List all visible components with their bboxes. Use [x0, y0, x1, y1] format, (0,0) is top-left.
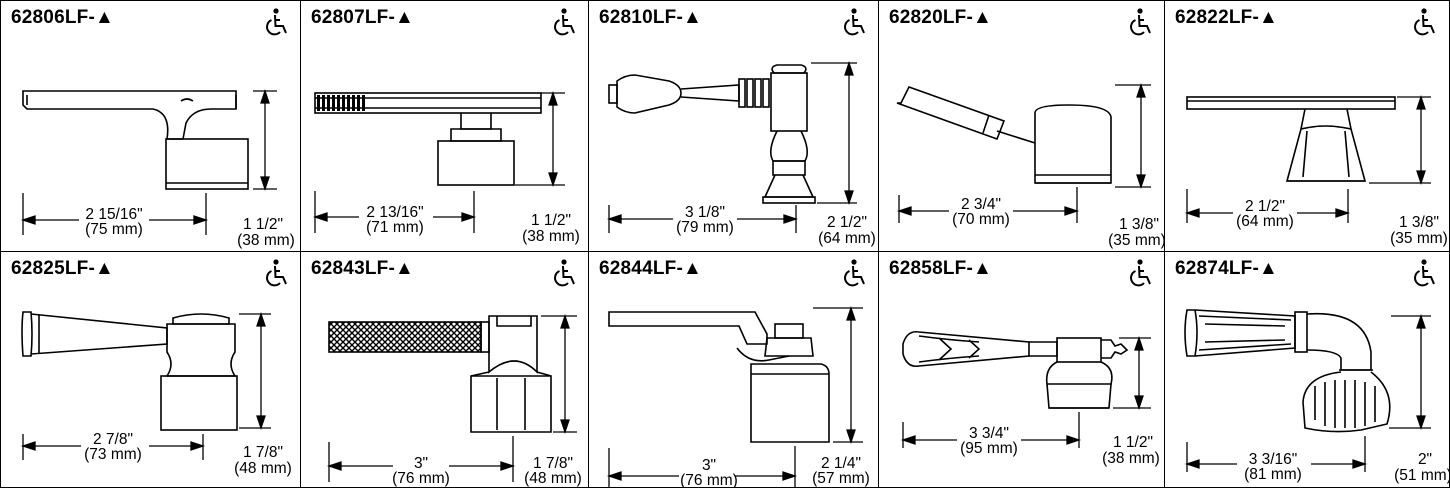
product-cell-62874: 62874LF-▲ 3 3/	[1164, 251, 1450, 488]
product-drawing: 2 7/8" (73 mm) 1 7/8" (48 mm)	[20, 311, 292, 477]
dimension-lines	[1184, 313, 1431, 472]
grip-pattern	[317, 95, 365, 111]
height-mm: (57 mm)	[812, 470, 870, 487]
product-cell-62806: 62806LF-▲ 2 15/16" (75 mm) 1	[0, 0, 302, 253]
width-mm: (70 mm)	[952, 211, 1010, 228]
width-inches: 3 1/8"	[685, 204, 725, 221]
model-number: 62822LF-▲	[1175, 7, 1278, 28]
width-inches: 2 1/2"	[1245, 198, 1285, 215]
height-inches: 2 1/4"	[821, 455, 861, 472]
width-inches: 2 15/16"	[85, 206, 142, 223]
accessibility-icon	[1130, 259, 1151, 287]
height-inches: 1 1/2"	[531, 212, 571, 229]
width-inches: 2 7/8"	[93, 431, 133, 448]
height-inches: 1 3/8"	[1399, 214, 1439, 231]
height-mm: (64 mm)	[818, 230, 876, 247]
width-mm: (76 mm)	[392, 470, 450, 487]
width-mm: (76 mm)	[680, 472, 738, 488]
product-drawing: 3" (76 mm) 2 1/4" (57 mm)	[606, 305, 870, 488]
width-inches: 2 13/16"	[366, 204, 423, 221]
width-inches: 3"	[702, 457, 716, 474]
product-cell-62843: 62843LF-▲	[300, 251, 590, 488]
dimension-lines	[20, 311, 271, 460]
product-cell-62822: 62822LF-▲ 2 1/2" (64 mm) 1 3/	[1164, 0, 1450, 253]
accessibility-icon	[1130, 8, 1151, 36]
product-drawing: 2 1/2" (64 mm) 1 3/8" (35 mm)	[1184, 94, 1448, 247]
dimension-lines	[312, 90, 565, 233]
width-mm: (73 mm)	[84, 446, 142, 463]
dimension-lines	[326, 313, 577, 482]
product-cell-62858: 62858LF-▲ 3 3/	[878, 251, 1166, 488]
height-inches: 1 7/8"	[243, 444, 283, 461]
height-inches: 1 1/2"	[1113, 434, 1153, 451]
dimension-lines	[1184, 94, 1431, 223]
height-inches: 1 1/2"	[243, 216, 283, 233]
width-inches: 3"	[414, 455, 428, 472]
product-drawing: 2 3/4" (70 mm) 1 3/8" (35 mm)	[896, 82, 1166, 249]
width-mm: (71 mm)	[366, 219, 424, 236]
width-inches: 2 3/4"	[961, 196, 1001, 213]
dimension-lines	[20, 88, 277, 235]
height-mm: (48 mm)	[234, 460, 292, 477]
dimension-lines	[900, 335, 1151, 448]
width-inches: 3 3/16"	[1249, 451, 1298, 468]
height-mm: (38 mm)	[237, 232, 295, 249]
width-mm: (64 mm)	[1236, 213, 1294, 230]
height-inches: 2"	[1418, 451, 1432, 468]
accessibility-icon	[266, 8, 287, 36]
model-number: 62825LF-▲	[11, 258, 114, 279]
height-mm: (51 mm)	[1394, 467, 1450, 484]
accessibility-icon	[1414, 8, 1435, 36]
height-inches: 1 7/8"	[533, 455, 573, 472]
model-number: 62810LF-▲	[599, 7, 702, 28]
product-drawing: 2 15/16" (75 mm) 1 1/2" (38 mm)	[20, 88, 295, 249]
model-number: 62843LF-▲	[311, 258, 414, 279]
model-number: 62806LF-▲	[11, 7, 114, 28]
model-number: 62858LF-▲	[889, 258, 992, 279]
product-cell-62810: 62810LF-▲	[588, 0, 880, 253]
height-mm: (38 mm)	[522, 228, 580, 245]
accessibility-icon	[554, 259, 575, 287]
dimension-lines	[896, 82, 1151, 223]
accessibility-icon	[844, 259, 865, 287]
width-mm: (79 mm)	[676, 219, 734, 236]
height-mm: (35 mm)	[1390, 230, 1448, 247]
product-cell-62820: 62820LF-▲ 2 3/4" (70 mm) 1 3/	[878, 0, 1166, 253]
accessibility-icon	[844, 8, 865, 36]
width-mm: (95 mm)	[960, 440, 1018, 457]
product-drawing: 2 13/16" (71 mm) 1 1/2" (38 mm)	[312, 90, 580, 245]
product-cell-62844: 62844LF-▲ 3" (76 mm) 2 1/4"	[588, 251, 880, 488]
product-drawing: 3 3/4" (95 mm) 1 1/2" (38 mm)	[900, 330, 1160, 467]
width-mm: (75 mm)	[85, 221, 143, 238]
accessibility-icon	[1414, 259, 1435, 287]
model-number: 62807LF-▲	[311, 7, 414, 28]
height-inches: 1 3/8"	[1119, 216, 1159, 233]
accessibility-icon	[554, 8, 575, 36]
model-number: 62820LF-▲	[889, 7, 992, 28]
product-cell-62807: 62807LF-▲ 2 13/16" (7	[300, 0, 590, 253]
product-drawing: 3 3/16" (81 mm) 2" (51 mm)	[1184, 309, 1450, 484]
model-number: 62874LF-▲	[1175, 258, 1278, 279]
width-inches: 3 3/4"	[969, 425, 1009, 442]
width-mm: (81 mm)	[1244, 466, 1302, 483]
height-mm: (35 mm)	[1108, 232, 1166, 249]
product-cell-62825: 62825LF-▲ 2 7/8" (73 mm) 1 7/	[0, 251, 302, 488]
model-number: 62844LF-▲	[599, 258, 702, 279]
product-drawing: 3" (76 mm) 1 7/8" (48 mm)	[326, 313, 582, 487]
height-mm: (48 mm)	[524, 470, 582, 487]
product-drawing: 3 1/8" (79 mm) 2 1/2" (64 mm)	[606, 60, 876, 247]
height-inches: 2 1/2"	[827, 214, 867, 231]
height-mm: (38 mm)	[1102, 450, 1160, 467]
accessibility-icon	[266, 259, 287, 287]
